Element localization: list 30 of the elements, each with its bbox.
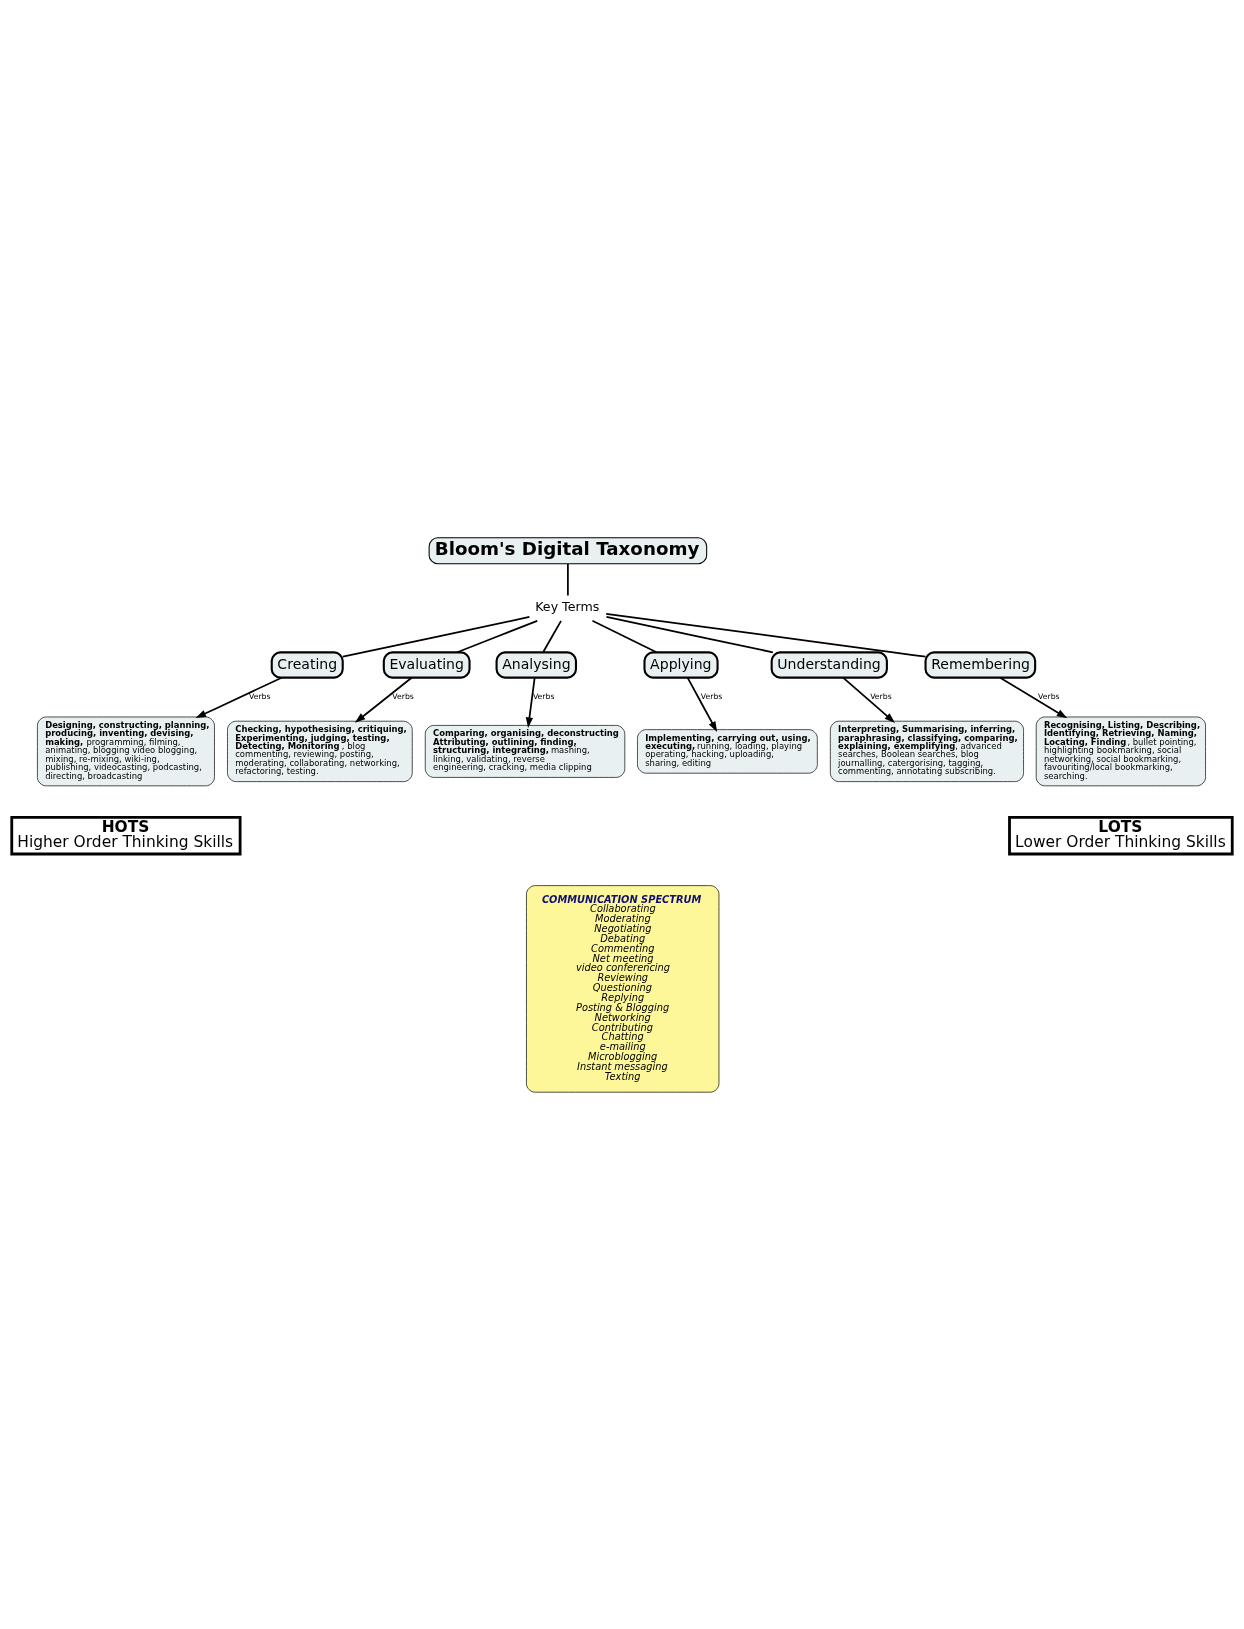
connector: [342, 615, 531, 658]
node-box: Recognising, Listing, Describing, Identifying, Retrieving, Naming, Locating, Finding, bullet pointing, highlighting bookmarking, social networking, social bookmarking, favouriting/local bookmarking, searching.: [1035, 716, 1206, 786]
arrow: [686, 676, 718, 732]
arrow: [525, 676, 536, 728]
arrow: [999, 676, 1068, 718]
connector: [542, 619, 562, 653]
node-box: Checking, hypothesising, critiquing, Experimenting, judging, testing, Detecting, Monitoring, blog commenting, reviewing, posting, moderating, collaborating, networking, refactoring, testing.: [227, 720, 413, 782]
arrow: [195, 676, 283, 718]
node-box: Creating: [270, 650, 344, 679]
node-box: Designing, constructing, planning, producing, inventing, devising, making, programming, filming, animating, blogging video blogging, mixing, re-mixing, wiki-ing, publishing, videocasting, podcasting, directing, broadcasting: [37, 716, 215, 786]
node-box: COMMUNICATION SPECTRUM Collaborating Moderating Negotiating Debating Commenting Net meeting video conferencing Reviewing Questioning Replying Posting & Blogging Networking Contributing Chatting e-mailing Microblogging Instant messaging Texting: [526, 884, 720, 1093]
node-box: Evaluating: [382, 650, 471, 679]
node-box: Applying: [643, 650, 719, 679]
arrow: [354, 676, 413, 723]
arrow: [842, 676, 896, 723]
node-box: LOTS Lower Order Thinking Skills: [1008, 815, 1234, 855]
connector: [567, 562, 569, 596]
connector: [605, 615, 774, 653]
node-box: Understanding: [770, 650, 888, 679]
node-box: Implementing, carrying out, using, executing, running, loading, playing operating, hacking, uploading, sharing, editing: [637, 728, 818, 774]
node-text: Key Terms: [535, 598, 600, 614]
connector: [591, 619, 658, 653]
node-box: Interpreting, Summarising, inferring, paraphrasing, classifying, comparing, explaining, exemplifying, advanced searches, Boolean searches, blog journalling, catergorising, tagging, commenting, annotating subscribing.: [830, 720, 1024, 782]
node-box: Comparing, organising, deconstructing Attributing, outlining, finding, structuring, integrating, mashing, linking, validating, reverse engineering, cracking, media clipping: [424, 724, 626, 778]
node-box: Bloom's Digital Taxonomy: [428, 536, 708, 564]
node-box: HOTS Higher Order Thinking Skills: [10, 815, 242, 855]
node-box: Analysing: [495, 650, 578, 679]
connector: [605, 612, 927, 658]
connector: [456, 619, 539, 653]
node-box: Remembering: [924, 650, 1037, 679]
